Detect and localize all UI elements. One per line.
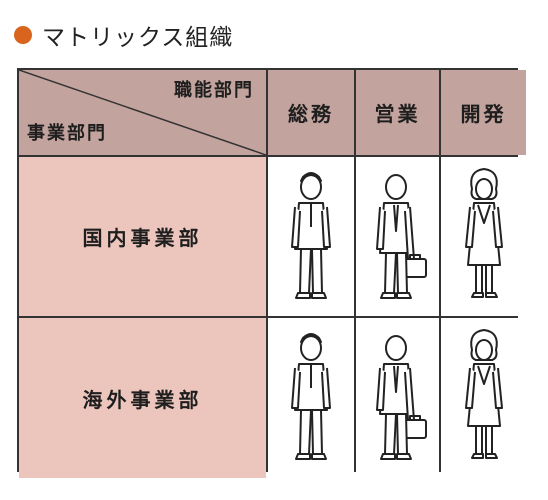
woman-icon — [464, 167, 503, 298]
column-header: 営業 — [356, 70, 439, 155]
business-axis-label: 事業部門 — [27, 123, 107, 144]
column-header: 開発 — [441, 70, 526, 155]
person-cell — [441, 157, 526, 316]
person-cell — [356, 157, 439, 316]
businessman-with-bag-icon — [375, 335, 427, 460]
man-icon — [291, 333, 331, 460]
row-header: 海外事業部 — [19, 318, 266, 478]
person-cell — [356, 318, 439, 478]
diagram-title: マトリックス組織 — [14, 18, 233, 52]
function-axis-label: 職能部門 — [174, 80, 254, 101]
person-cell — [441, 318, 526, 478]
woman-icon — [464, 329, 503, 459]
column-header: 総務 — [268, 70, 354, 155]
matrix-table: 職能部門 事業部門 総務 営業 開発 国内事業部 — [17, 68, 526, 478]
title-text: マトリックス組織 — [42, 25, 234, 51]
person-cell — [268, 157, 354, 316]
businessman-with-bag-icon — [375, 173, 427, 299]
man-icon — [291, 171, 331, 299]
diagonal-line — [19, 70, 266, 155]
corner-cell: 職能部門 事業部門 — [19, 70, 266, 155]
bullet-icon — [14, 26, 32, 44]
row-header: 国内事業部 — [19, 157, 266, 316]
person-cell — [268, 318, 354, 478]
